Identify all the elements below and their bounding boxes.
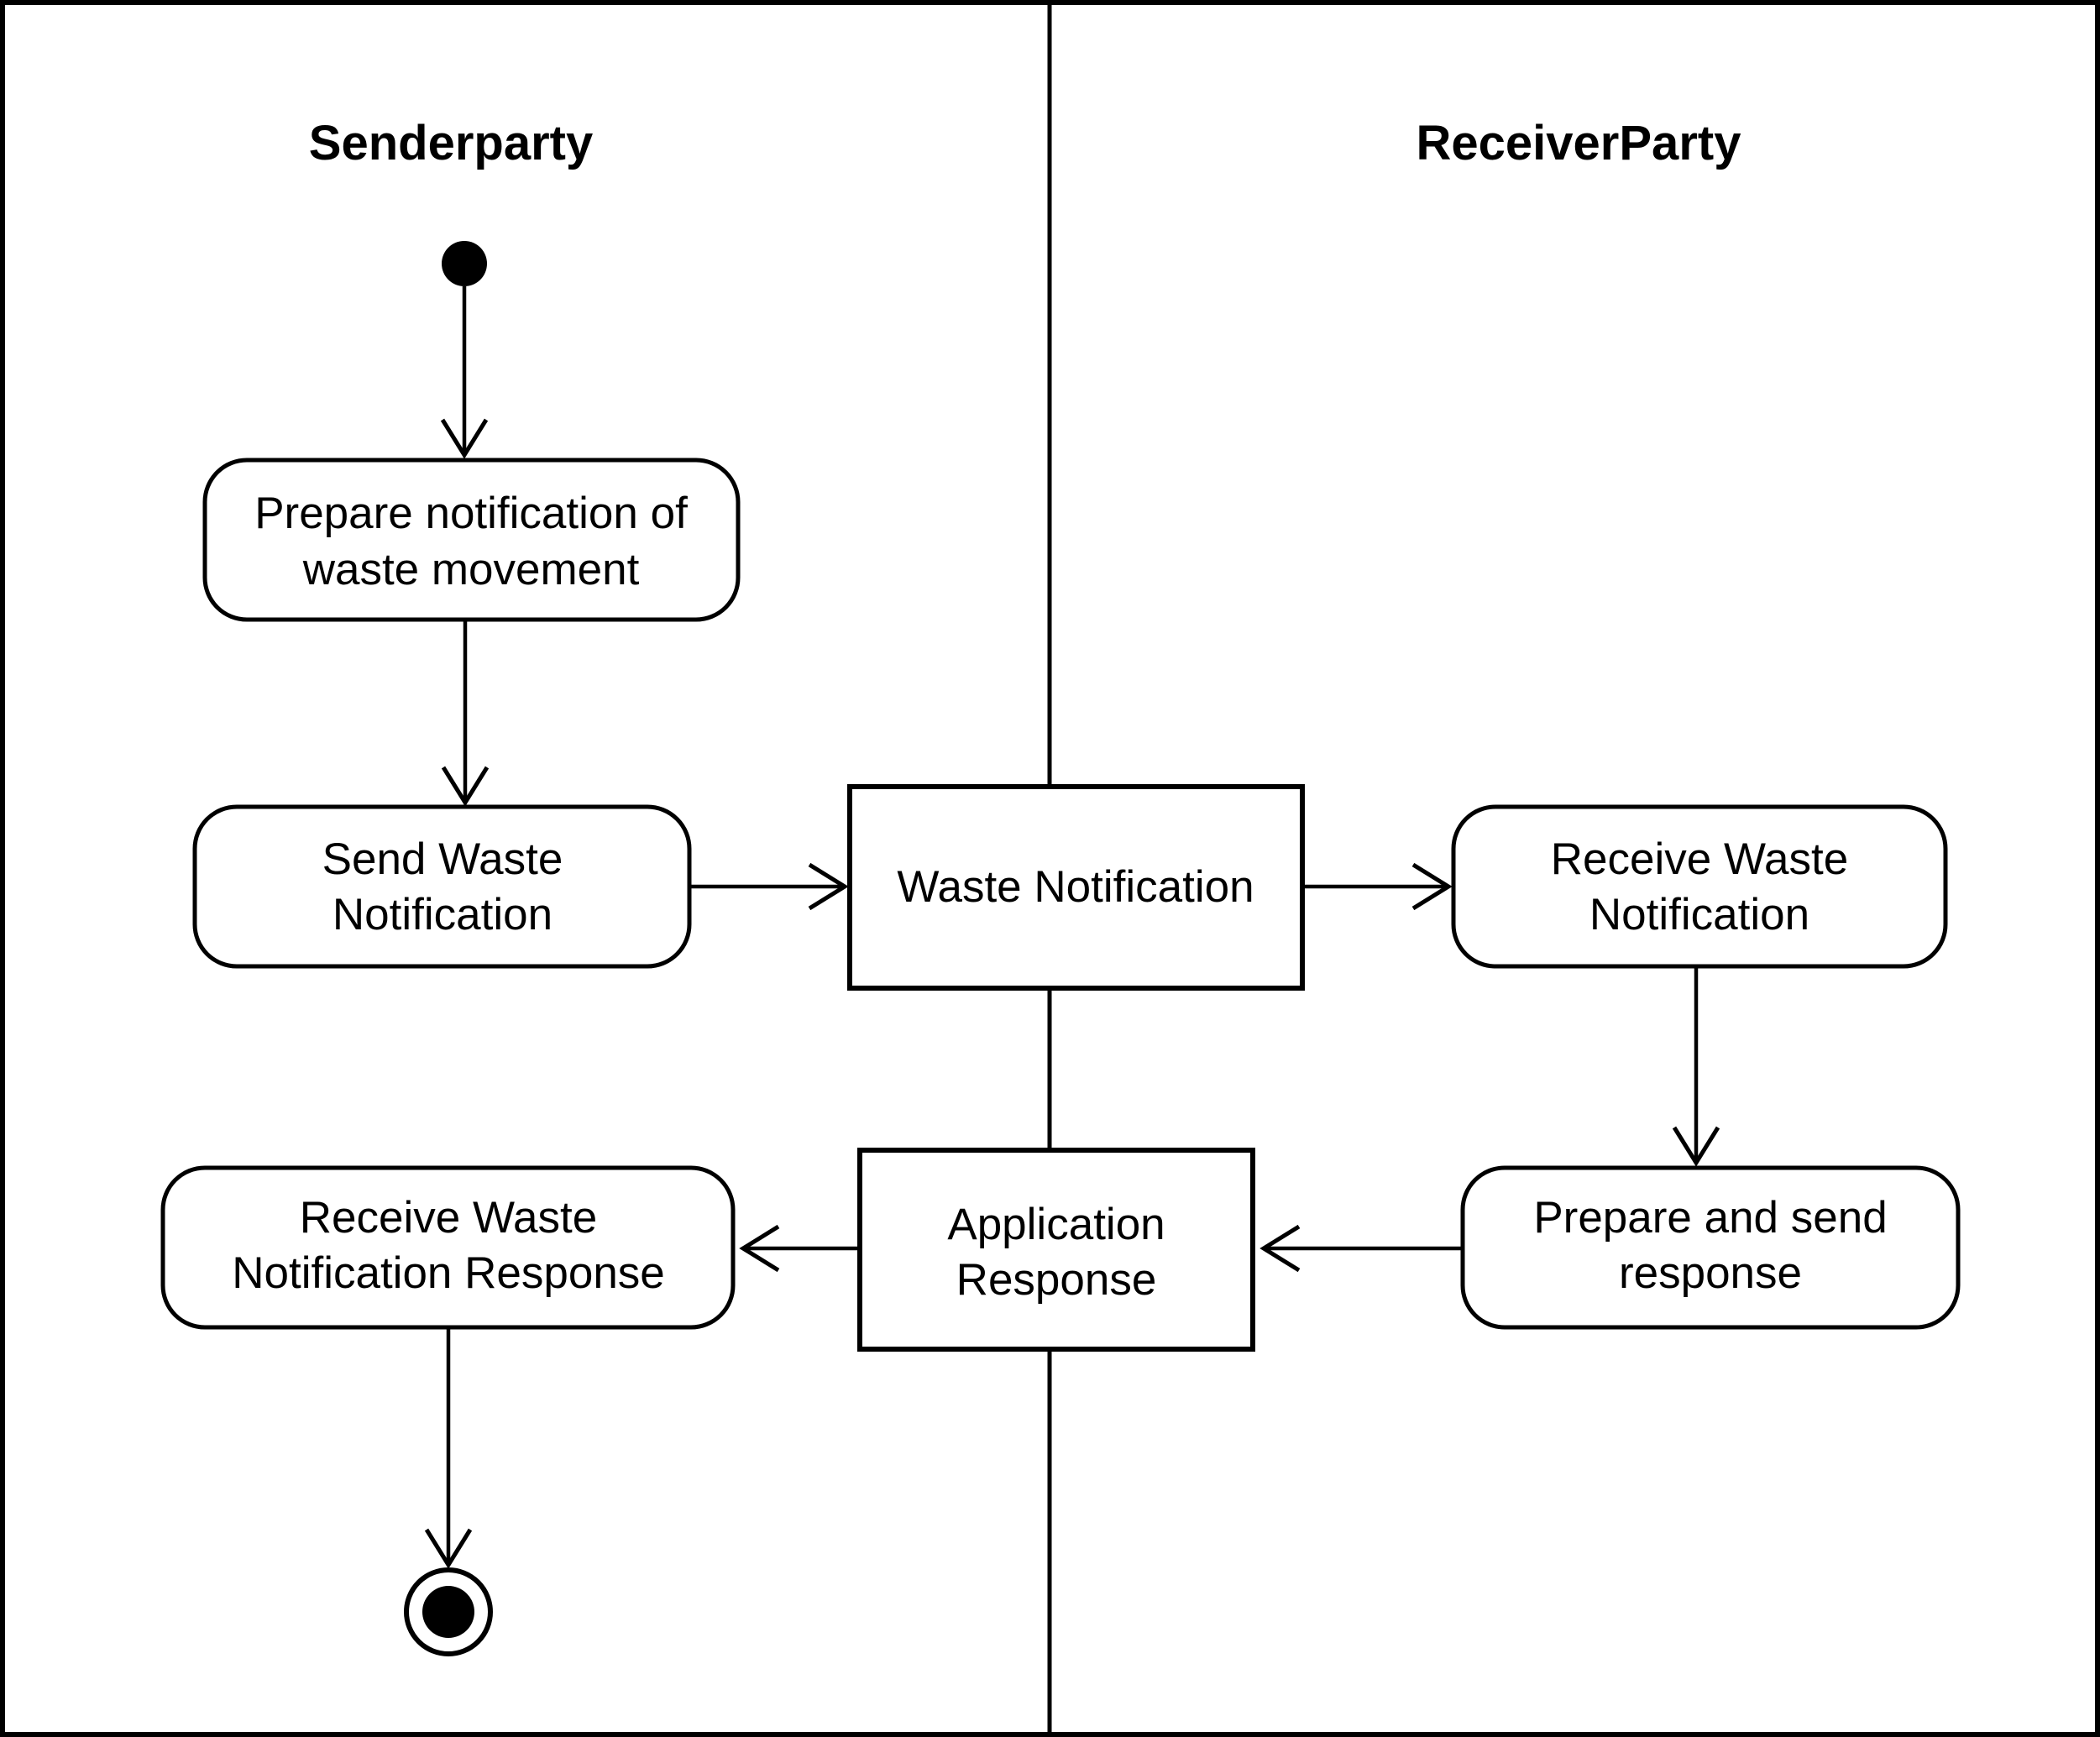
lane-title-receiverparty: ReceiverParty (1417, 116, 1741, 170)
action-receive-waste-notification-response-label-line1: Receive Waste (300, 1193, 597, 1243)
action-send-waste-notification-shape (192, 804, 692, 969)
action-prepare-notification-label-line1: Prepare notification of (254, 489, 688, 538)
initial-node (442, 241, 487, 286)
object-waste-notification-shape (847, 784, 1305, 991)
action-prepare-and-send-response-shape (1460, 1165, 1961, 1330)
lane-title-senderparty: Senderparty (309, 116, 593, 170)
action-prepare-notification-label-line2: waste movement (302, 545, 640, 594)
action-prepare-notification-shape (202, 458, 741, 622)
object-application-response-shape (857, 1148, 1255, 1352)
action-send-waste-notification-label-line2: Notification (333, 890, 552, 939)
action-prepare-and-send-response-label-line1: Prepare and send (1533, 1193, 1887, 1243)
object-application-response-label-line1: Application (947, 1200, 1165, 1249)
object-waste-notification: Waste Notification (847, 784, 1305, 991)
action-prepare-and-send-response-label-line2: response (1619, 1248, 1802, 1298)
action-receive-waste-notification-response-shape (160, 1165, 736, 1330)
action-prepare-notification: Prepare notification of waste movement (202, 458, 741, 622)
action-receive-waste-notification-response-label-line2: Notification Response (232, 1248, 665, 1298)
object-waste-notification-label: Waste Notification (897, 862, 1254, 912)
object-application-response-label-line2: Response (956, 1255, 1157, 1305)
action-receive-waste-notification-response: Receive Waste Notification Response (160, 1165, 736, 1330)
action-send-waste-notification: Send Waste Notification (192, 804, 692, 969)
action-receive-waste-notification-label-line2: Notification (1589, 890, 1809, 939)
action-receive-waste-notification-shape (1451, 804, 1948, 969)
action-receive-waste-notification: Receive Waste Notification (1451, 804, 1948, 969)
action-receive-waste-notification-label-line1: Receive Waste (1551, 834, 1848, 884)
object-application-response: Application Response (857, 1148, 1255, 1352)
action-prepare-and-send-response: Prepare and send response (1460, 1165, 1961, 1330)
final-node (404, 1567, 493, 1656)
action-send-waste-notification-label-line1: Send Waste (322, 834, 563, 884)
final-node-inner-circle (422, 1586, 474, 1638)
